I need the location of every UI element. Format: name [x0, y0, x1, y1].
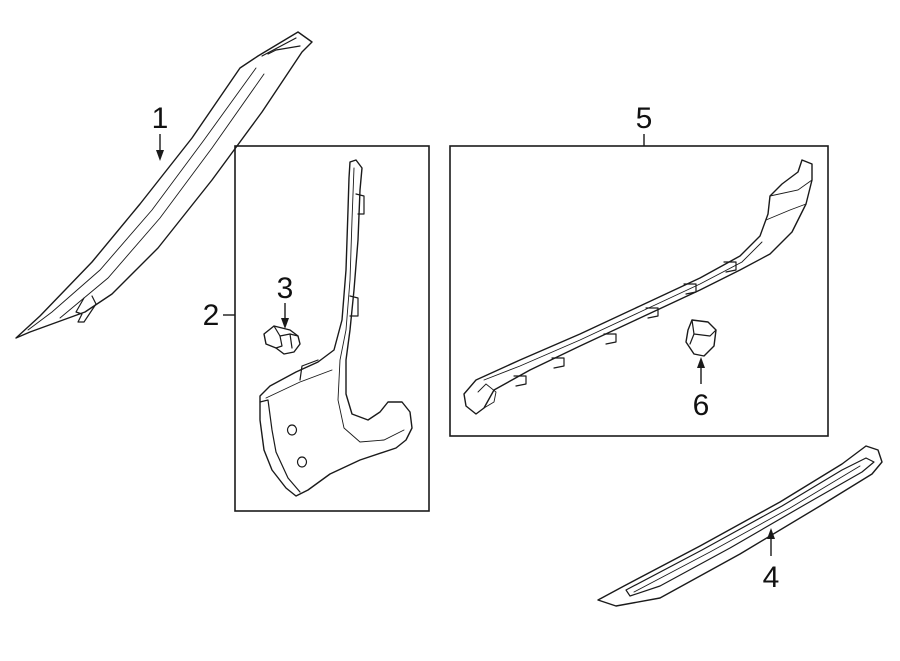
callout-4: 4	[763, 528, 780, 594]
callout-label-5: 5	[636, 102, 653, 135]
scuff-plate-icon[interactable]	[597, 445, 883, 607]
callout-6: 6	[693, 357, 710, 422]
callout-1: 1	[152, 102, 169, 161]
b-pillar-lower-trim-icon[interactable]	[259, 159, 413, 497]
callout-label-3: 3	[277, 272, 294, 305]
callout-2: 2	[203, 299, 235, 332]
callout-label-6: 6	[693, 389, 710, 422]
callout-box-5	[449, 145, 829, 437]
callout-label-1: 1	[152, 102, 169, 135]
a-pillar-trim-icon[interactable]	[15, 31, 313, 339]
callout-label-4: 4	[763, 561, 780, 594]
callout-5: 5	[636, 102, 653, 146]
callout-label-2: 2	[203, 299, 220, 332]
callout-3: 3	[277, 272, 294, 329]
callout-box-2	[234, 145, 430, 512]
trim-clip-icon[interactable]	[263, 325, 301, 355]
molding-clip-icon[interactable]	[685, 319, 717, 357]
rocker-panel-molding-icon[interactable]	[463, 159, 813, 415]
